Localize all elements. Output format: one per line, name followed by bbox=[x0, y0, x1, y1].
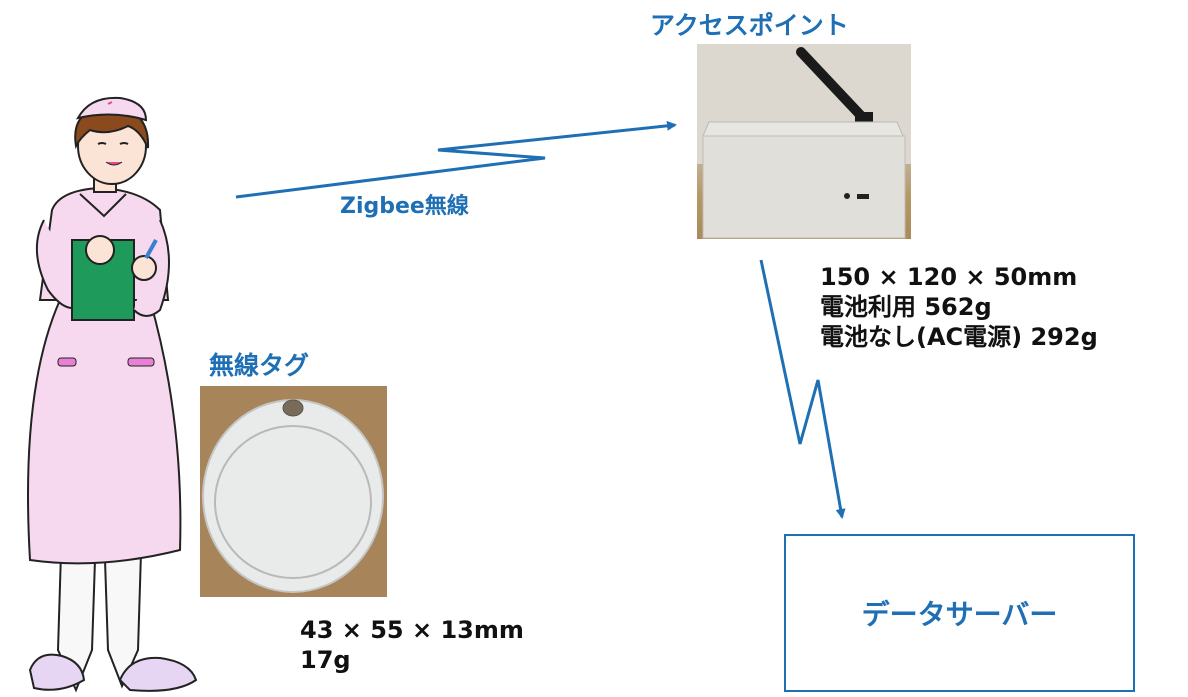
wireless-tag-weight: 17g bbox=[300, 646, 351, 674]
wireless-tag-title: 無線タグ bbox=[209, 351, 310, 380]
wireless-tag-size: 43 × 55 × 13mm bbox=[300, 616, 524, 644]
zigbee-link-arrow bbox=[235, 120, 677, 199]
access-point-size: 150 × 120 × 50mm bbox=[820, 263, 1078, 291]
data-server-box: データサーバー bbox=[784, 534, 1135, 692]
zigbee-link-label: Zigbee無線 bbox=[340, 194, 469, 219]
data-server-label: データサーバー bbox=[861, 598, 1058, 631]
nurse-illustration bbox=[27, 96, 198, 693]
access-point-title: アクセスポイント bbox=[650, 11, 849, 40]
access-point-photo bbox=[697, 44, 911, 239]
wireless-tag-photo bbox=[200, 386, 387, 597]
wireless-tag-specs: 43 × 55 × 13mm 17g bbox=[300, 615, 524, 675]
access-point-weight-battery: 電池利用 562g bbox=[820, 293, 992, 321]
access-point-specs: 150 × 120 × 50mm 電池利用 562g 電池なし(AC電源) 29… bbox=[820, 262, 1098, 352]
access-point-weight-ac: 電池なし(AC電源) 292g bbox=[820, 323, 1098, 351]
